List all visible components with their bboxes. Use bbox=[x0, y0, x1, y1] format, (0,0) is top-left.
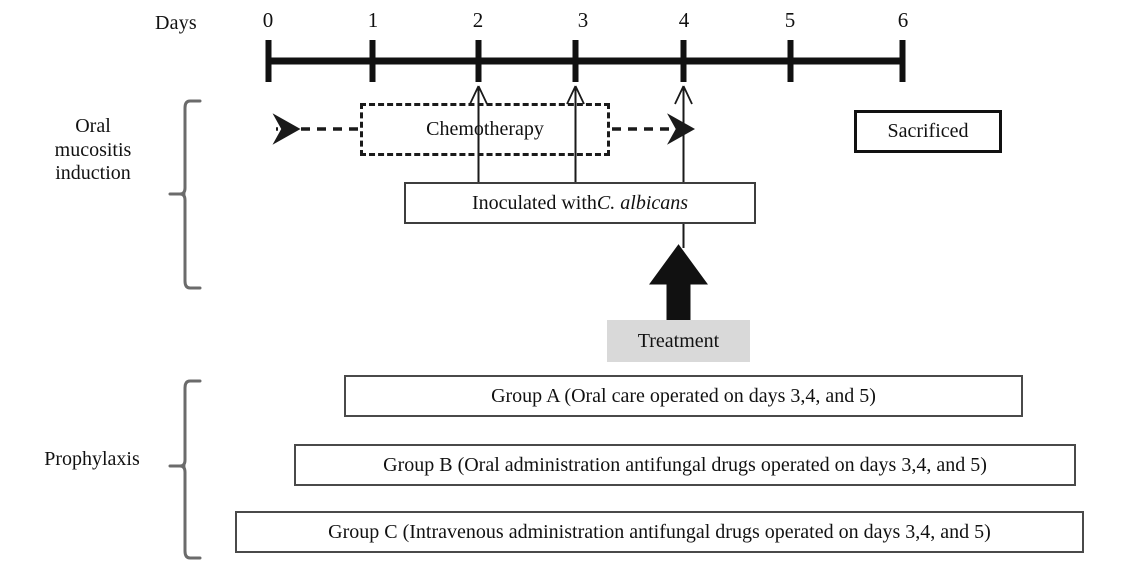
day-tick-label-3: 3 bbox=[577, 8, 589, 32]
group-a-box[interactable]: Group A (Oral care operated on days 3,4,… bbox=[344, 375, 1023, 417]
section-label-oral-mucositis-induction: Oral mucositis induction bbox=[18, 115, 168, 186]
group-c-box[interactable]: Group C (Intravenous administration anti… bbox=[235, 511, 1084, 553]
chemotherapy-box[interactable]: Chemotherapy bbox=[360, 103, 610, 156]
section-label-line-2: mucositis bbox=[54, 138, 132, 161]
day-tick-label-2: 2 bbox=[472, 8, 484, 32]
section-label-prophylaxis: Prophylaxis bbox=[44, 448, 140, 470]
section-label-line-3: induction bbox=[55, 162, 131, 185]
section-label-line-1: Oral bbox=[75, 115, 111, 137]
day-tick-label-4: 4 bbox=[678, 8, 690, 32]
inoculated-label-prefix: Inoculated with bbox=[471, 191, 597, 214]
inoculated-species-name: C. albicans bbox=[596, 191, 689, 214]
day-tick-label-1: 1 bbox=[367, 8, 379, 32]
group-b-box[interactable]: Group B (Oral administration antifungal … bbox=[294, 444, 1076, 486]
sacrificed-box[interactable]: Sacrificed bbox=[854, 110, 1002, 153]
inoculated-box[interactable]: Inoculated with C. albicans bbox=[404, 182, 756, 224]
day-tick-label-6: 6 bbox=[897, 8, 909, 32]
brace-oral-mucositis-induction bbox=[168, 99, 202, 290]
day-tick-label-5: 5 bbox=[784, 8, 796, 32]
day-tick-label-0: 0 bbox=[262, 8, 274, 32]
treatment-box[interactable]: Treatment bbox=[607, 320, 750, 362]
days-axis-caption: Days bbox=[155, 12, 197, 34]
